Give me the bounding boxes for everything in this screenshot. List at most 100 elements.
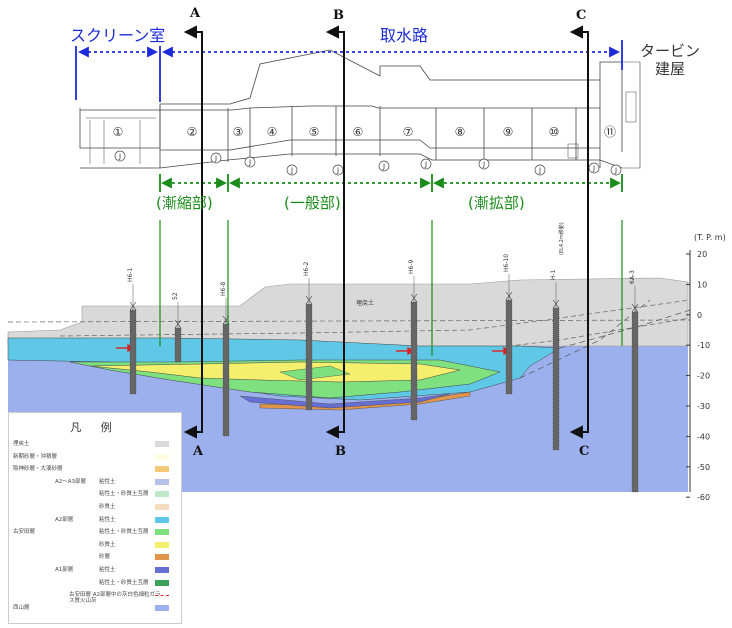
borehole-label: H-1 [550, 269, 557, 280]
borehole-note: (EL4.2m移動) [559, 222, 565, 255]
joint-mark: J [478, 158, 490, 170]
legend-group-label: A1部層 [55, 567, 74, 573]
zone-general-label: (一般部) [284, 194, 341, 212]
legend-item-label: 西山層 [13, 604, 30, 611]
joint-mark: J [244, 156, 256, 168]
zone-expand-label: (漸拡部) [468, 194, 525, 212]
svg-text:J: J [290, 167, 293, 175]
segment-number: ② [187, 125, 198, 139]
svg-text:J: J [214, 155, 217, 163]
legend-item-label: 粘性土・砂質土互層 [99, 491, 149, 498]
segment-number: ⑧ [455, 125, 466, 139]
legend-swatch [155, 541, 169, 548]
borehole: H-1 [550, 269, 560, 451]
legend-item-label: 粘性土 [99, 478, 116, 485]
svg-text:J: J [592, 165, 595, 173]
section-a-top: A [190, 6, 201, 21]
section-c-top: C [576, 8, 587, 23]
svg-text:J: J [538, 167, 541, 175]
joint-mark: J [534, 164, 546, 176]
svg-text:J: J [424, 161, 427, 169]
legend-item-label: 砂層 [99, 554, 111, 561]
fill-soil [7, 277, 689, 347]
green-patch [279, 365, 351, 381]
fill-soil-label: 埋戻土 [356, 300, 375, 307]
legend-item-label: 埋戻土 [13, 441, 30, 447]
borehole-label: H6-8 [220, 282, 227, 296]
segment-number: ① [113, 125, 124, 139]
svg-text:J: J [118, 153, 121, 161]
blue-dimension [75, 40, 623, 102]
legend-group-label: A2部層 [55, 516, 74, 523]
segment-number: ⑦ [403, 125, 414, 139]
svg-text:J: J [336, 167, 339, 175]
legend-item-label: 古安田層 A2部層中の灰白色細粒ガラス質火山灰 [69, 592, 161, 605]
joint-mark: J [420, 158, 432, 170]
borehole-label: H6-9 [408, 260, 415, 274]
axis-tick-label: -60 [697, 493, 710, 502]
dashed-line [59, 299, 691, 337]
turbine-line1: タービン [640, 42, 701, 60]
axis-tick-label: 0 [697, 311, 702, 320]
green-dimension [159, 174, 623, 356]
legend-item-label: 新期砂層・沖積層 [13, 453, 58, 460]
legend-item-label: 粘性土・砂質土互層 [99, 529, 149, 536]
section-a-bottom: A [193, 444, 204, 459]
legend-swatch [155, 579, 169, 586]
borehole: H6-8 [220, 282, 230, 437]
legend-swatch [155, 567, 169, 573]
intake-label: 取水路 [380, 26, 429, 45]
joint-marks: J J J J J J J J J J J [114, 150, 622, 176]
zone-taper-label: (漸縮部) [156, 194, 213, 212]
legend-swatch [155, 554, 169, 561]
joint-mark: J [286, 164, 298, 176]
borehole-label: H6-1 [127, 268, 134, 282]
segment-number: ⑤ [309, 125, 320, 139]
segment-number: ③ [233, 125, 244, 139]
borehole: H6-9 [408, 260, 418, 421]
borehole: 6A-3 [629, 270, 639, 493]
svg-text:J: J [382, 163, 385, 171]
joint-mark: J [332, 164, 344, 176]
joint-mark: J [114, 150, 126, 162]
legend-formation-label: 古安田層 [13, 529, 36, 536]
svg-text:J: J [482, 161, 485, 169]
joint-mark: J [210, 152, 222, 164]
legend-item-label: 砂質土 [99, 504, 116, 510]
legend-swatch [155, 604, 169, 611]
legend-swatch [155, 529, 169, 536]
axis-tick-label: 10 [697, 280, 707, 289]
legend-item-label: 砂質土 [99, 541, 116, 548]
screen-room-label: スクリーン室 [70, 26, 166, 45]
legend-title: 凡 例 [70, 421, 120, 434]
borehole: H6-10 [503, 254, 513, 395]
legend-swatch [155, 441, 169, 447]
joint-mark: J [610, 164, 622, 176]
joint-mark: J [588, 162, 600, 174]
borehole-label: 6A-3 [629, 270, 636, 284]
turbine-label: タービン 建屋 [640, 42, 700, 78]
svg-text:J: J [614, 167, 617, 175]
intake-structure [79, 49, 641, 169]
borehole: 52 [172, 292, 182, 363]
axis-tick-label: -10 [697, 341, 710, 350]
borehole-label: 52 [172, 292, 179, 300]
segment-number: ⑩ [549, 125, 560, 139]
legend-swatch [155, 478, 169, 485]
turbine-line2: 建屋 [655, 60, 686, 78]
section-b-bottom: B [335, 444, 346, 459]
legend-item-label: 粘性土 [99, 516, 116, 523]
borehole-label: H6-10 [503, 254, 510, 272]
geology-section [7, 277, 691, 492]
segment-number: ⑥ [353, 125, 364, 139]
dashed-line [7, 319, 691, 323]
section-cut-lines [183, 25, 589, 439]
dashed-line [559, 309, 691, 349]
joint-mark: J [378, 160, 390, 172]
legend-item-label: 粘性土・砂質土互層 [99, 579, 149, 586]
